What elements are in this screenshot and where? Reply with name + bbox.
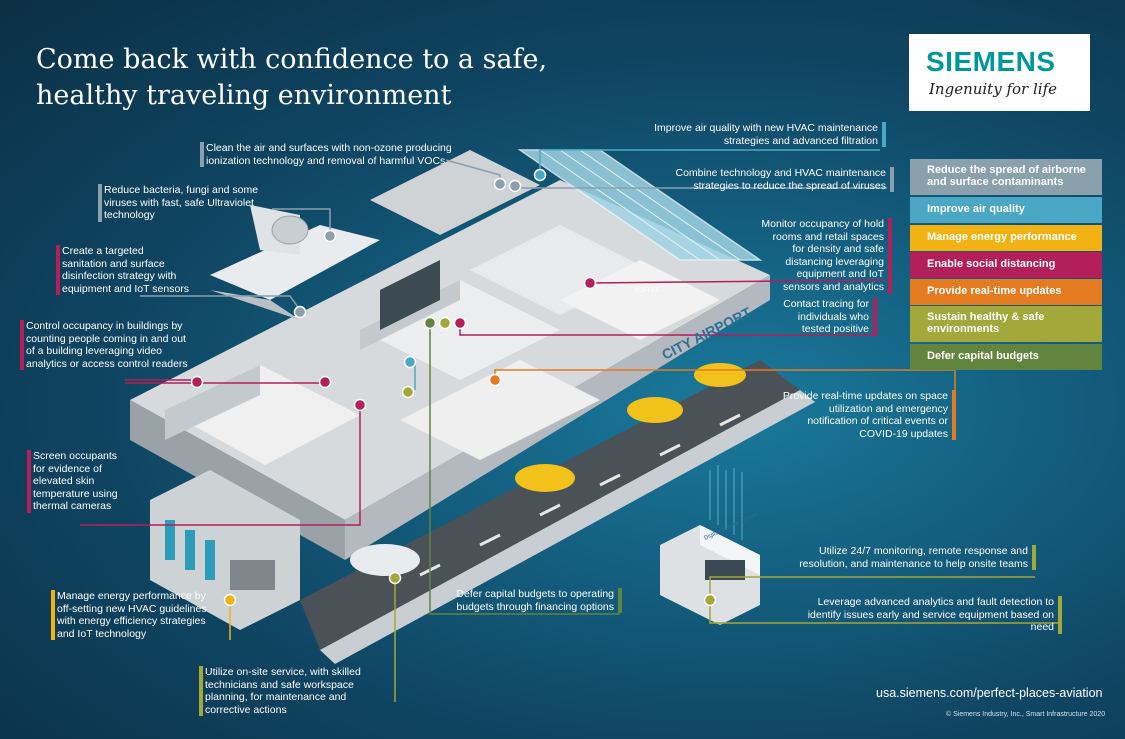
callout-text: Create a targeted sanitation and surface… [62,245,190,295]
callout-occupancy: Control occupancy in buildings by counti… [20,320,196,371]
callout-analytics: Leverage advanced analytics and fault de… [784,596,1062,634]
callout-text: Improve air quality with new HVAC mainte… [654,122,878,147]
legend-label: Defer capital budgets [927,350,1039,362]
callout-onsite: Utilize on-site service, with skilled te… [199,666,385,717]
callout-text: Combine technology and HVAC maintenance … [675,167,886,192]
title-line-2: healthy traveling environment [36,80,452,111]
legend-label: Enable social distancing [927,258,1056,270]
callout-text: Contact tracing for individuals who test… [783,298,869,336]
service-van [350,544,420,576]
footer-url[interactable]: usa.siemens.com/perfect-places-aviation [876,686,1103,700]
callout-text: Monitor occupancy of hold rooms and reta… [761,218,884,293]
callout-clean-air: Clean the air and surfaces with non-ozon… [200,142,452,168]
taxis [515,363,746,492]
legend-label: Provide real-time updates [927,285,1062,297]
service-center-sign: Digital Service Center [703,512,758,542]
legend-label: Reduce the spread of airborne and surfac… [927,164,1086,188]
logo-tagline: Ingenuity for life [929,80,1057,98]
legend-item-distancing: Enable social distancing [910,252,1102,278]
callout-text: Reduce bacteria, fungi and some viruses … [104,184,259,222]
legend-label: Sustain healthy & safe environments [927,311,1045,335]
legend-item-contaminants: Reduce the spread of airborne and surfac… [910,159,1102,195]
street [300,360,800,650]
callout-uv: Reduce bacteria, fungi and some viruses … [98,184,276,222]
callout-contact: Contact tracing for individuals who test… [775,298,877,336]
legend-item-updates: Provide real-time updates [910,279,1102,305]
callout-energy: Manage energy performance by off-setting… [51,590,212,641]
legend-label: Manage energy performance [927,231,1077,243]
callout-text: Defer capital budgets to operating budge… [456,588,614,613]
callout-screen: Screen occupants for evidence of elevate… [27,450,118,513]
callout-monitoring247: Utilize 24/7 monitoring, remote response… [770,545,1036,571]
legend-label: Improve air quality [927,203,1025,215]
callout-text: Leverage advanced analytics and fault de… [807,596,1054,634]
copyright: © Siemens Industry, Inc., Smart Infrastr… [946,711,1106,718]
logo-brand: SIEMENS [926,46,1056,77]
callout-realtime: Provide real-time updates on space utili… [778,390,956,441]
legend-item-energy: Manage energy performance [910,225,1102,251]
service-center-building [660,465,760,625]
title-line-1: Come back with confidence to a safe, [36,44,548,75]
legend-item-air-quality: Improve air quality [910,197,1102,223]
callout-text: Clean the air and surfaces with non-ozon… [206,142,452,167]
page-title: Come back with confidence to a safe, hea… [36,42,547,114]
callout-text: Control occupancy in buildings by counti… [26,320,188,370]
callout-monitor: Monitor occupancy of hold rooms and reta… [760,218,892,294]
callout-combine: Combine technology and HVAC maintenance … [660,167,894,193]
coffee-sign: COFFEE [635,288,659,294]
callout-text: Screen occupants for evidence of elevate… [33,450,118,513]
callout-text: Utilize 24/7 monitoring, remote response… [799,545,1028,570]
siemens-logo: SIEMENS Ingenuity for life [909,34,1090,111]
legend-item-capital: Defer capital budgets [910,344,1102,370]
callout-sanitation: Create a targeted sanitation and surface… [56,245,190,296]
callout-text: Utilize on-site service, with skilled te… [205,666,361,716]
callout-defer: Defer capital budgets to operating budge… [448,588,622,614]
callout-hvac-air: Improve air quality with new HVAC mainte… [640,122,886,148]
airplane [210,205,380,320]
legend-item-healthy: Sustain healthy & safe environments [910,306,1102,342]
callout-text: Manage energy performance by off-setting… [57,590,207,640]
callout-text: Provide real-time updates on space utili… [782,390,948,440]
